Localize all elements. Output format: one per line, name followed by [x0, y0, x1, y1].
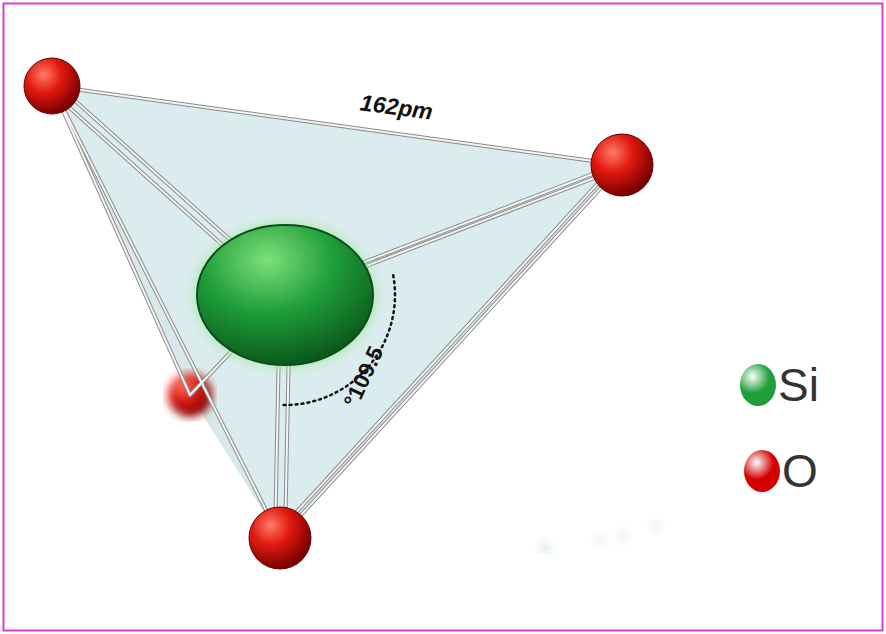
bond-line — [52, 86, 622, 165]
bond-line — [52, 86, 622, 165]
legend-label: O — [782, 448, 818, 494]
bond-line — [52, 86, 190, 395]
bond-lines — [52, 80, 628, 538]
bond-line — [52, 86, 190, 395]
edge-length: 162pm — [359, 91, 434, 123]
smudge — [541, 522, 659, 552]
oxygen-atom — [591, 134, 653, 196]
oxygen-atom — [249, 507, 311, 569]
legend-row: O — [744, 448, 818, 494]
legend-swatch — [744, 450, 780, 492]
legend-swatch — [740, 364, 776, 406]
frame — [4, 4, 883, 631]
legend-row: Si — [740, 362, 819, 408]
angle-arc — [282, 275, 395, 405]
oxygen-atom — [24, 58, 80, 114]
legend-label: Si — [778, 362, 819, 408]
tetrahedron-face — [52, 86, 622, 538]
silicon-glow — [193, 221, 377, 369]
silicon-atom — [197, 225, 373, 365]
